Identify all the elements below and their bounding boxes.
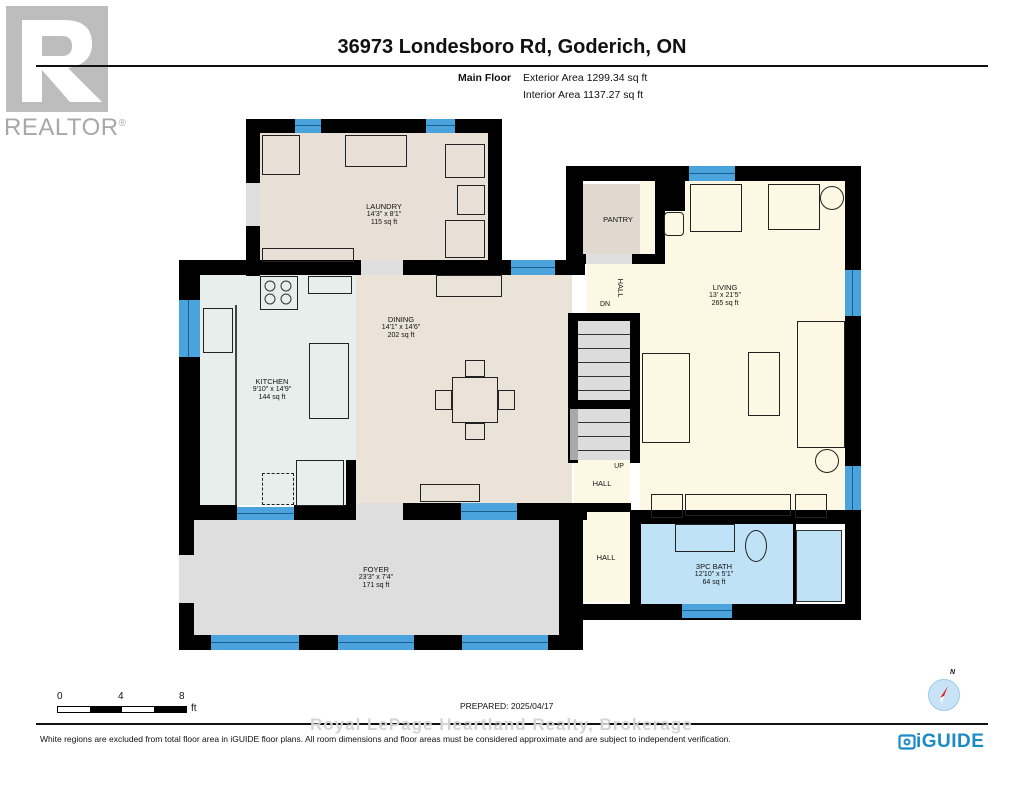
scale-tick-4: 4 xyxy=(118,691,124,702)
scale-bar xyxy=(57,706,187,713)
title-divider xyxy=(36,65,988,67)
dining-table xyxy=(452,377,498,423)
exterior-area: Exterior Area 1299.34 sq ft xyxy=(523,72,648,84)
vanity-sink xyxy=(675,524,735,552)
laundry-sink xyxy=(457,185,485,215)
armchair xyxy=(690,184,742,232)
interior-area: Interior Area 1137.27 sq ft xyxy=(523,89,644,101)
sideboard xyxy=(436,275,502,297)
window xyxy=(461,503,517,520)
iguide-camera-icon xyxy=(898,734,916,750)
chair xyxy=(498,390,515,410)
label-hall-upper: HALL xyxy=(616,278,625,298)
bench xyxy=(420,484,480,502)
armchair xyxy=(768,184,820,230)
window xyxy=(211,635,299,650)
toilet xyxy=(745,530,767,562)
stairs-down xyxy=(578,321,630,400)
stove xyxy=(260,276,298,310)
refrigerator xyxy=(296,460,344,506)
label-hall-middle: HALL xyxy=(592,479,612,488)
realtor-wordmark: REALTOR® xyxy=(4,114,127,141)
scale-tick-8: 8 xyxy=(179,691,185,702)
kitchen-island xyxy=(309,343,349,419)
cabinet xyxy=(262,135,300,175)
room-3pc-bath xyxy=(641,524,793,604)
coffee-table xyxy=(748,352,780,416)
counter xyxy=(262,248,354,262)
iguide-logo: iGUIDE xyxy=(898,731,984,753)
kitchen-sink xyxy=(203,308,233,353)
chair xyxy=(465,423,485,440)
laundry-exterior-door[interactable] xyxy=(246,183,260,226)
cabinet xyxy=(795,494,827,518)
window xyxy=(338,635,414,650)
compass-north-label: N xyxy=(950,669,956,676)
window xyxy=(845,466,861,510)
counter xyxy=(345,135,407,167)
window xyxy=(689,166,735,181)
room-hall-lower xyxy=(583,512,631,602)
room-foyer xyxy=(194,520,559,635)
laundry-dining-doorway[interactable] xyxy=(361,260,403,275)
chair xyxy=(435,390,452,410)
room-living xyxy=(640,181,845,521)
watermark: Royal LePage Heartland Realty, Brokerage xyxy=(310,715,693,734)
window xyxy=(462,635,548,650)
compass-icon xyxy=(928,679,960,711)
label-pantry: PANTRY xyxy=(603,215,633,224)
disclaimer: White regions are excluded from total fl… xyxy=(40,734,731,744)
scale-tick-0: 0 xyxy=(57,691,63,702)
foyer-exterior-door[interactable] xyxy=(179,555,194,603)
dryer xyxy=(445,144,485,178)
prepared-date: PREPARED: 2025/04/17 xyxy=(460,701,554,711)
realtor-logo xyxy=(6,6,108,112)
window xyxy=(295,119,321,133)
fireplace xyxy=(685,494,791,516)
side-table xyxy=(820,186,844,210)
page-title: 36973 Londesboro Rd, Goderich, ON xyxy=(337,36,687,58)
stove-burners-icon xyxy=(264,280,292,305)
appliance xyxy=(262,473,294,505)
window xyxy=(426,119,455,133)
shower-stall xyxy=(796,530,842,602)
sofa xyxy=(642,353,690,443)
floor-name: Main Floor xyxy=(458,72,512,84)
scale-unit: ft xyxy=(191,703,197,714)
room-hall-middle xyxy=(574,460,630,510)
window xyxy=(511,260,555,275)
room-laundry xyxy=(260,133,488,263)
window xyxy=(179,300,200,357)
stairs-up-label: UP xyxy=(614,463,624,470)
room-kitchen xyxy=(200,275,356,505)
stairs-up xyxy=(578,409,630,460)
stairs-down-label: DN xyxy=(599,301,611,308)
washer xyxy=(445,220,485,258)
realtor-r-icon xyxy=(22,20,102,102)
cabinet xyxy=(651,494,683,518)
room-dining xyxy=(356,275,572,503)
sofa xyxy=(797,321,845,448)
chair xyxy=(465,360,485,377)
pantry-doorway[interactable] xyxy=(586,254,632,264)
footer-divider xyxy=(36,723,988,725)
window xyxy=(845,270,861,316)
window xyxy=(237,507,294,520)
label-hall-lower: HALL xyxy=(596,553,616,562)
counter xyxy=(308,276,352,294)
dining-foyer-doorway[interactable] xyxy=(356,503,403,520)
window xyxy=(682,604,732,618)
ottoman xyxy=(664,212,684,236)
side-table xyxy=(815,449,839,473)
